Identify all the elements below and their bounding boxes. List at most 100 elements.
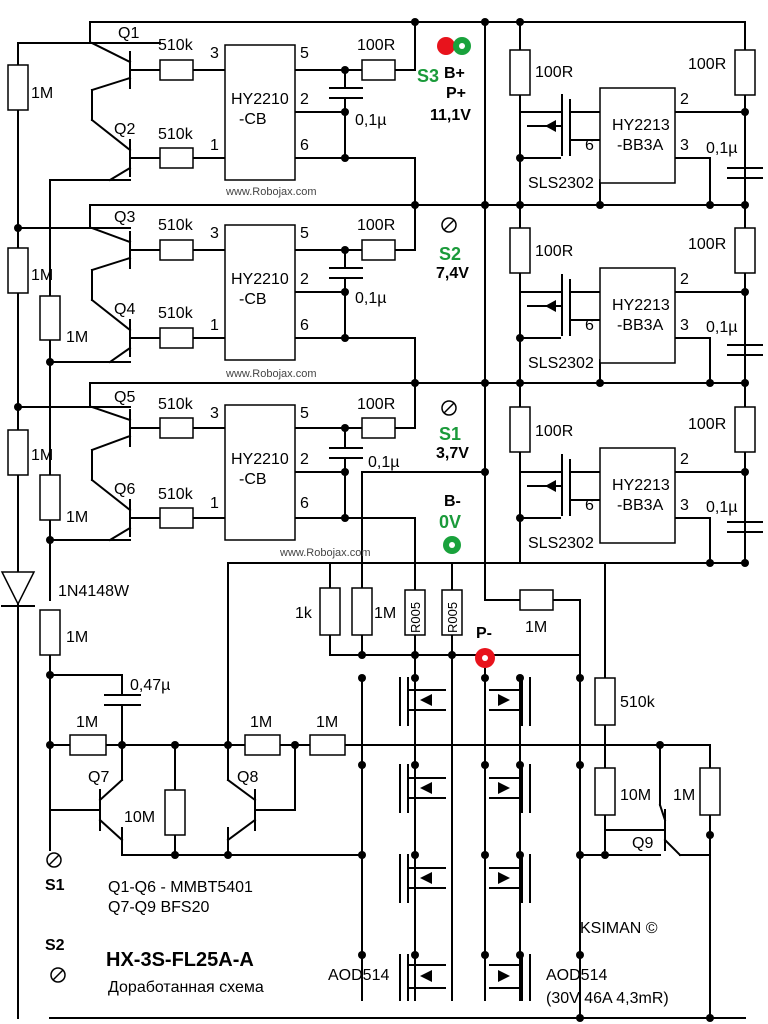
pin-label: 2 [300, 451, 309, 468]
pin-label: 5 [300, 45, 309, 62]
power-mosfet [399, 854, 446, 903]
label-1m: 1M [31, 85, 53, 102]
pin-label: 3 [210, 45, 219, 62]
power-mosfet [399, 764, 446, 813]
label-100r: 100R [357, 37, 395, 54]
label-sls2302: SLS2302 [528, 535, 594, 552]
chip-label: HY2213 [612, 477, 670, 494]
power-mosfet [489, 854, 531, 903]
transistors [90, 41, 667, 851]
pin-label: 1 [210, 317, 219, 334]
pin-label: 2 [300, 91, 309, 108]
resistor-1m [39, 474, 61, 521]
resistor-10m [594, 767, 616, 816]
label-sls2302: SLS2302 [528, 355, 594, 372]
power-mosfet [489, 764, 531, 813]
transistor-q3 [90, 226, 132, 301]
pin-label: 3 [680, 317, 689, 334]
label-1m: 1M [66, 629, 88, 646]
label-cap: 0,47µ [130, 677, 170, 694]
label-cap: 0,1µ [706, 140, 737, 157]
label-s3: S3 [417, 66, 439, 86]
wires [17, 21, 746, 1019]
resistor-100r [509, 406, 531, 453]
pin-label: 3 [210, 405, 219, 422]
chip-label: HY2210 [231, 451, 289, 468]
label-b-plus: B+ [444, 65, 465, 82]
label-10m: 10M [124, 809, 155, 826]
resistor-10m [164, 789, 186, 836]
terminals [46, 37, 495, 983]
chips [224, 44, 676, 544]
label-q3: Q3 [114, 209, 135, 226]
pin-label: 3 [680, 137, 689, 154]
chip-label: HY2210 [231, 91, 289, 108]
pin-label: 3 [680, 497, 689, 514]
label-100r: 100R [535, 64, 573, 81]
resistor-1k [319, 587, 341, 636]
label-cap: 0,1µ [706, 499, 737, 516]
label-1m: 1M [316, 714, 338, 731]
label-r005: R005 [445, 602, 460, 633]
pin-label: 6 [585, 317, 594, 334]
label-1m: 1M [673, 787, 695, 804]
label-s2-bottom: S2 [45, 937, 65, 954]
label-1m: 1M [374, 605, 396, 622]
chip-hy2210 [224, 44, 296, 181]
power-mosfet [399, 954, 446, 1001]
power-mosfet [489, 954, 531, 1001]
transistor-q1 [90, 41, 132, 121]
label-1m: 1M [66, 509, 88, 526]
label-10m: 10M [620, 787, 651, 804]
page-subtitle: Доработанная схема [108, 979, 264, 996]
label-q4: Q4 [114, 301, 135, 318]
chip-label: -CB [239, 111, 267, 128]
label-cap: 0,1µ [706, 319, 737, 336]
label-1m: 1M [31, 267, 53, 284]
capacitors [104, 87, 763, 706]
label-s1: S1 [439, 424, 461, 444]
chip-hy2210 [224, 224, 296, 361]
transistor-q4 [90, 298, 132, 364]
resistor-100r [361, 239, 396, 261]
pin-label: 5 [300, 405, 309, 422]
resistor-r005 [404, 589, 426, 636]
chip-hy2213 [599, 447, 676, 544]
power-mosfet [489, 677, 531, 726]
terminal-s1-bottom [46, 852, 62, 868]
resistor-510k [594, 677, 616, 726]
label-11v: 11,1V [430, 107, 471, 124]
resistor-100r [734, 227, 756, 274]
watermark: www.Robojax.com [279, 547, 370, 559]
label-r005: R005 [408, 602, 423, 633]
resistor-1m [699, 767, 721, 816]
label-transistors-q1q6: Q1-Q6 - MMBT5401 [108, 879, 253, 896]
resistor-r005 [441, 589, 463, 636]
power-mosfet [399, 677, 446, 726]
pin-label: 2 [680, 451, 689, 468]
chip-label: HY2213 [612, 297, 670, 314]
label-ksiman: KSIMAN © [580, 920, 658, 937]
chip-hy2213 [599, 87, 676, 184]
diode-1n4148w [0, 571, 36, 607]
label-aod514: AOD514 [328, 967, 389, 984]
chip-label: HY2213 [612, 117, 670, 134]
label-510k: 510k [158, 126, 194, 143]
resistor-1m [39, 295, 61, 341]
transistor-q9 [658, 803, 667, 851]
resistor-1m [39, 609, 61, 656]
resistor-100r [361, 59, 396, 81]
resistor-1m [351, 587, 373, 636]
terminal-s1 [441, 400, 457, 416]
resistor-510k [159, 59, 194, 81]
pin-label: 2 [680, 271, 689, 288]
label-100r: 100R [357, 217, 395, 234]
pin-label: 6 [585, 497, 594, 514]
label-100r: 100R [688, 236, 726, 253]
pin-label: 2 [680, 91, 689, 108]
label-1m: 1M [76, 714, 98, 731]
label-510k: 510k [158, 396, 194, 413]
label-q7: Q7 [88, 769, 109, 786]
label-q1: Q1 [118, 25, 139, 42]
